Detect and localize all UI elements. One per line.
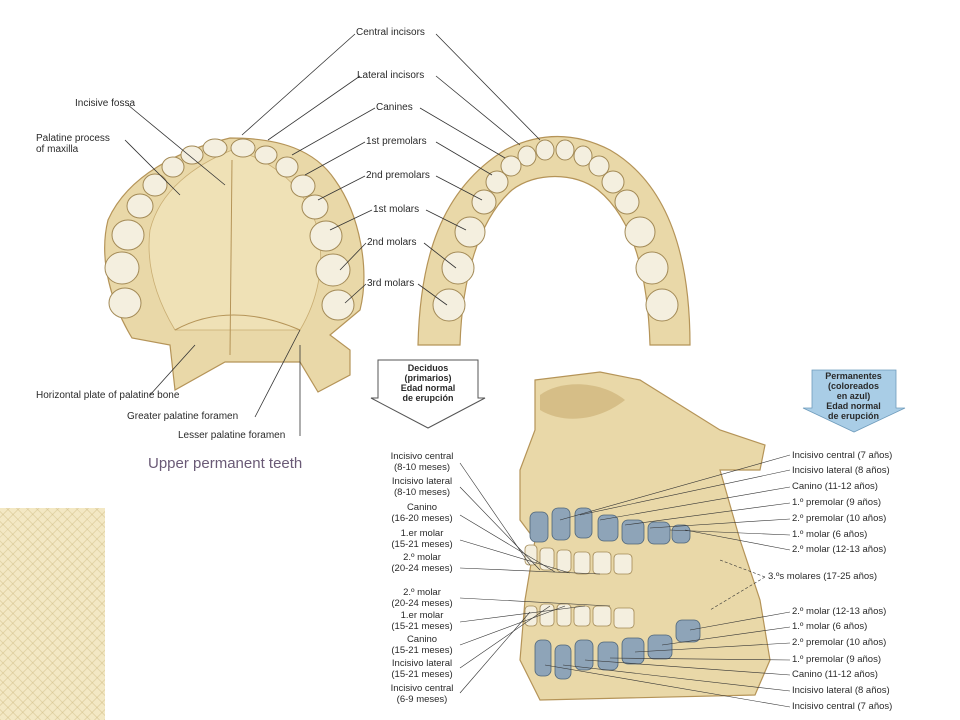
deciduous-leader-lines <box>459 462 611 694</box>
permanent-label-10: 1.º molar (6 años) <box>792 621 868 632</box>
permanent-label-8: 3.ºs molares (17-25 años) <box>768 571 878 582</box>
permanent-label-15: Incisivo central (7 años) <box>792 701 893 712</box>
deciduous-label-4: 1.er molar (15-21 meses) <box>391 528 453 550</box>
label-incisive-fossa: Incisive fossa <box>75 98 136 109</box>
deciduous-label-6: 2.º molar (20-24 meses) <box>391 587 453 609</box>
label-lesser-palatine-foramen: Lesser palatine foramen <box>178 430 286 441</box>
permanent-header-arrow <box>802 369 906 433</box>
deciduous-label-9: Incisivo lateral (15-21 meses) <box>391 658 453 680</box>
label-greater-palatine-foramen: Greater palatine foramen <box>127 411 239 422</box>
skull-jaws <box>519 371 771 701</box>
permanent-label-4: 1.º premolar (9 años) <box>792 497 882 508</box>
label-second-molars: 2nd molars <box>367 237 417 248</box>
upper-palate <box>104 137 365 393</box>
label-first-premolars: 1st premolars <box>366 136 427 147</box>
permanent-label-2: Incisivo lateral (8 años) <box>792 465 890 476</box>
label-palatine-process-2: of maxilla <box>36 144 79 155</box>
label-palatine-process: Palatine process <box>36 133 110 144</box>
label-third-molars: 3rd molars <box>367 278 415 289</box>
deciduous-label-3: Canino (16-20 meses) <box>391 502 453 524</box>
deciduous-label-1: Incisivo central (8-10 meses) <box>390 451 454 473</box>
permanent-label-7: 2.º molar (12-13 años) <box>792 544 887 555</box>
label-horizontal-plate: Horizontal plate of palatine bone <box>36 390 180 401</box>
deciduous-header-arrow <box>370 359 486 429</box>
permanent-header: Permanentes (coloreados en azul) Edad no… <box>825 371 882 421</box>
deciduous-label-8: Canino (15-21 meses) <box>391 634 453 656</box>
label-lateral-incisors: Lateral incisors <box>357 70 425 81</box>
deciduous-label-2: Incisivo lateral (8-10 meses) <box>391 476 453 498</box>
deciduous-header: Deciduos (primarios) Edad normal de erup… <box>400 363 456 403</box>
permanent-label-5: 2.º premolar (10 años) <box>792 513 887 524</box>
permanent-label-14: Incisivo lateral (8 años) <box>792 685 890 696</box>
permanent-label-9: 2.º molar (12-13 años) <box>792 606 887 617</box>
decorative-lattice-panel <box>0 508 105 720</box>
label-central-incisors: Central incisors <box>356 27 425 38</box>
label-second-premolars: 2nd premolars <box>366 170 430 181</box>
upper-leader-lines <box>124 33 541 436</box>
deciduous-label-5: 2.º molar (20-24 meses) <box>391 552 453 574</box>
label-canines: Canines <box>376 102 413 113</box>
deciduous-label-10: Incisivo central (6-9 meses) <box>390 683 454 705</box>
label-first-molars: 1st molars <box>373 204 420 215</box>
permanent-label-6: 1.º molar (6 años) <box>792 529 868 540</box>
permanent-label-12: 1.º premolar (9 años) <box>792 654 882 665</box>
permanent-label-3: Canino (11-12 años) <box>792 481 878 492</box>
permanent-label-13: Canino (11-12 años) <box>792 669 878 680</box>
permanent-leader-lines <box>544 454 791 708</box>
permanent-label-11: 2.º premolar (10 años) <box>792 637 887 648</box>
deciduous-label-7: 1.er molar (15-21 meses) <box>391 610 453 632</box>
permanent-label-1: Incisivo central (7 años) <box>792 450 893 461</box>
figure-caption: Upper permanent teeth <box>148 455 303 472</box>
lower-arch <box>417 136 691 346</box>
